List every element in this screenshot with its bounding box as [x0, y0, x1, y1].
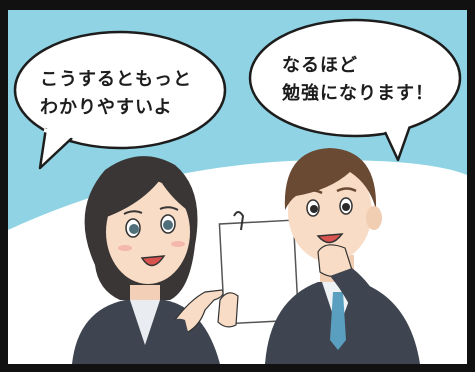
woman-character: [72, 156, 224, 364]
paper-document: [217, 211, 300, 328]
paper-clip-icon: [233, 211, 245, 231]
speech-right-line2: 勉強になります！: [282, 83, 434, 104]
speech-bubble-left: [13, 30, 227, 170]
speech-bubble-right: [248, 18, 462, 162]
speech-left-line1: こうするともっと: [40, 69, 192, 90]
speech-text-right: なるほど 勉強になります！: [282, 52, 434, 108]
speech-text-left: こうするともっと わかりやすいよ: [40, 66, 192, 122]
speech-right-line1: なるほど: [282, 55, 358, 76]
speech-left-line2: わかりやすいよ: [40, 97, 173, 118]
man-character: [265, 148, 420, 364]
tie: [330, 292, 346, 350]
